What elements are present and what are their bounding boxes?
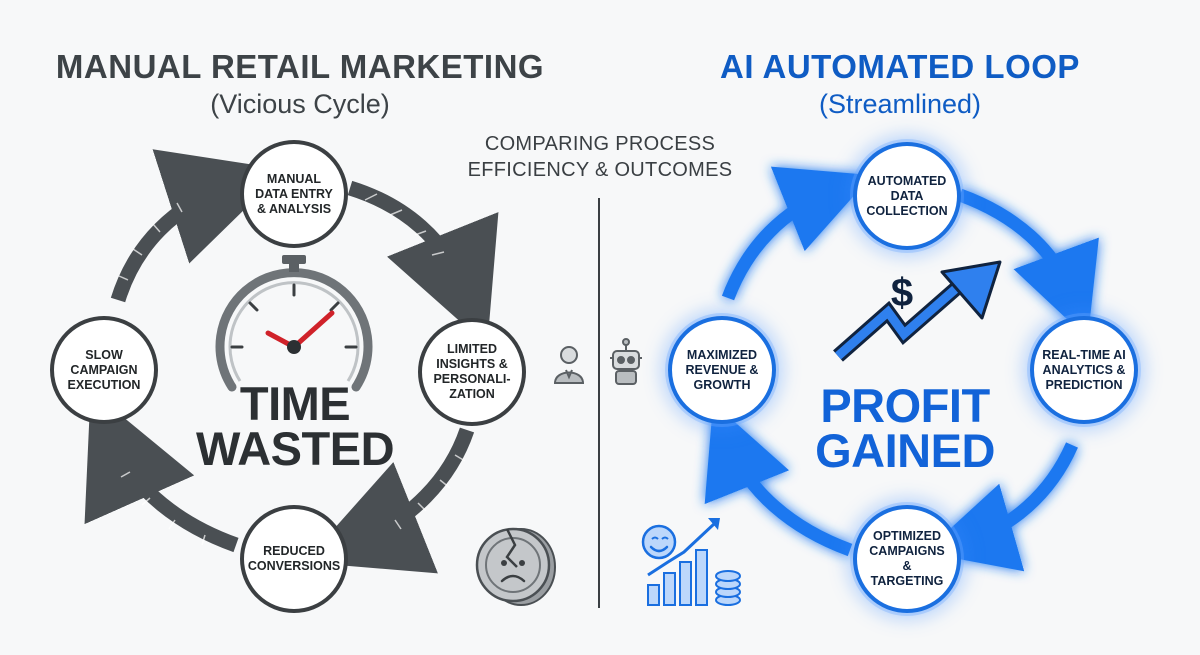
- manual-node-left: SLOW CAMPAIGN EXECUTION: [50, 316, 158, 424]
- manual-title: MANUAL RETAIL MARKETING: [55, 48, 545, 85]
- svg-text:$: $: [891, 271, 913, 315]
- ai-node-left-label: MAXIMIZED REVENUE & GROWTH: [685, 347, 759, 392]
- stopwatch-icon: [215, 255, 373, 392]
- ai-subtitle: (Streamlined): [818, 89, 982, 119]
- ai-node-top: AUTOMATED DATA COLLECTION: [853, 142, 961, 250]
- manual-arrow-bottom-left: [84, 390, 239, 553]
- ai-node-top-label: AUTOMATED DATA COLLECTION: [866, 173, 948, 218]
- dollar-trend-up-icon: $: [833, 260, 1002, 362]
- ai-node-bottom-label: OPTIMIZED CAMPAIGNS & TARGETING: [869, 529, 945, 588]
- manual-cycle-arrows: [84, 149, 499, 574]
- manual-node-top-label: MANUAL DATA ENTRY & ANALYSIS: [255, 171, 333, 216]
- manual-node-bottom: REDUCED CONVERSIONS: [240, 505, 348, 613]
- broken-coin-sad-icon: [475, 527, 556, 606]
- manual-arrow-bottom-right: [304, 427, 475, 574]
- ai-arrow-bottom-left: [704, 402, 853, 557]
- ai-title: AI AUTOMATED LOOP: [720, 48, 1080, 85]
- robot-icon: [610, 338, 642, 385]
- manual-arrow-top-left: [110, 149, 286, 303]
- ai-arrow-top-left: [721, 166, 873, 301]
- comparison-caption-line2: EFFICIENCY & OUTCOMES: [467, 159, 733, 181]
- manual-node-right-label: LIMITED INSIGHTS & PERSONALI-ZATION: [433, 342, 511, 401]
- ai-node-right: REAL-TIME AI ANALYTICS & PREDICTION: [1030, 316, 1138, 424]
- profit-gained-line1: PROFIT: [820, 379, 990, 432]
- manual-subtitle: (Vicious Cycle): [210, 89, 390, 119]
- manual-arrow-top-right: [347, 180, 499, 346]
- profit-gained-line2: GAINED: [815, 424, 995, 477]
- manual-node-top: MANUAL DATA ENTRY & ANALYSIS: [240, 140, 348, 248]
- person-icon: [553, 346, 585, 384]
- ai-node-left: MAXIMIZED REVENUE & GROWTH: [668, 316, 776, 424]
- comparison-caption-line1: COMPARING PROCESS: [484, 133, 716, 155]
- manual-node-right: LIMITED INSIGHTS & PERSONALI-ZATION: [418, 318, 526, 426]
- ai-arrow-bottom-right: [924, 442, 1078, 572]
- ai-cycle-arrows: [704, 166, 1099, 572]
- ai-node-bottom: OPTIMIZED CAMPAIGNS & TARGETING: [853, 505, 961, 613]
- ai-arrow-top-right: [957, 188, 1099, 339]
- time-wasted-line1: TIME: [239, 377, 351, 430]
- manual-node-left-label: SLOW CAMPAIGN EXECUTION: [67, 347, 141, 392]
- manual-node-bottom-label: REDUCED CONVERSIONS: [247, 544, 341, 573]
- ai-node-right-label: REAL-TIME AI ANALYTICS & PREDICTION: [1042, 347, 1126, 392]
- happy-growth-chart-icon: [641, 518, 741, 606]
- time-wasted-line2: WASTED: [195, 422, 395, 475]
